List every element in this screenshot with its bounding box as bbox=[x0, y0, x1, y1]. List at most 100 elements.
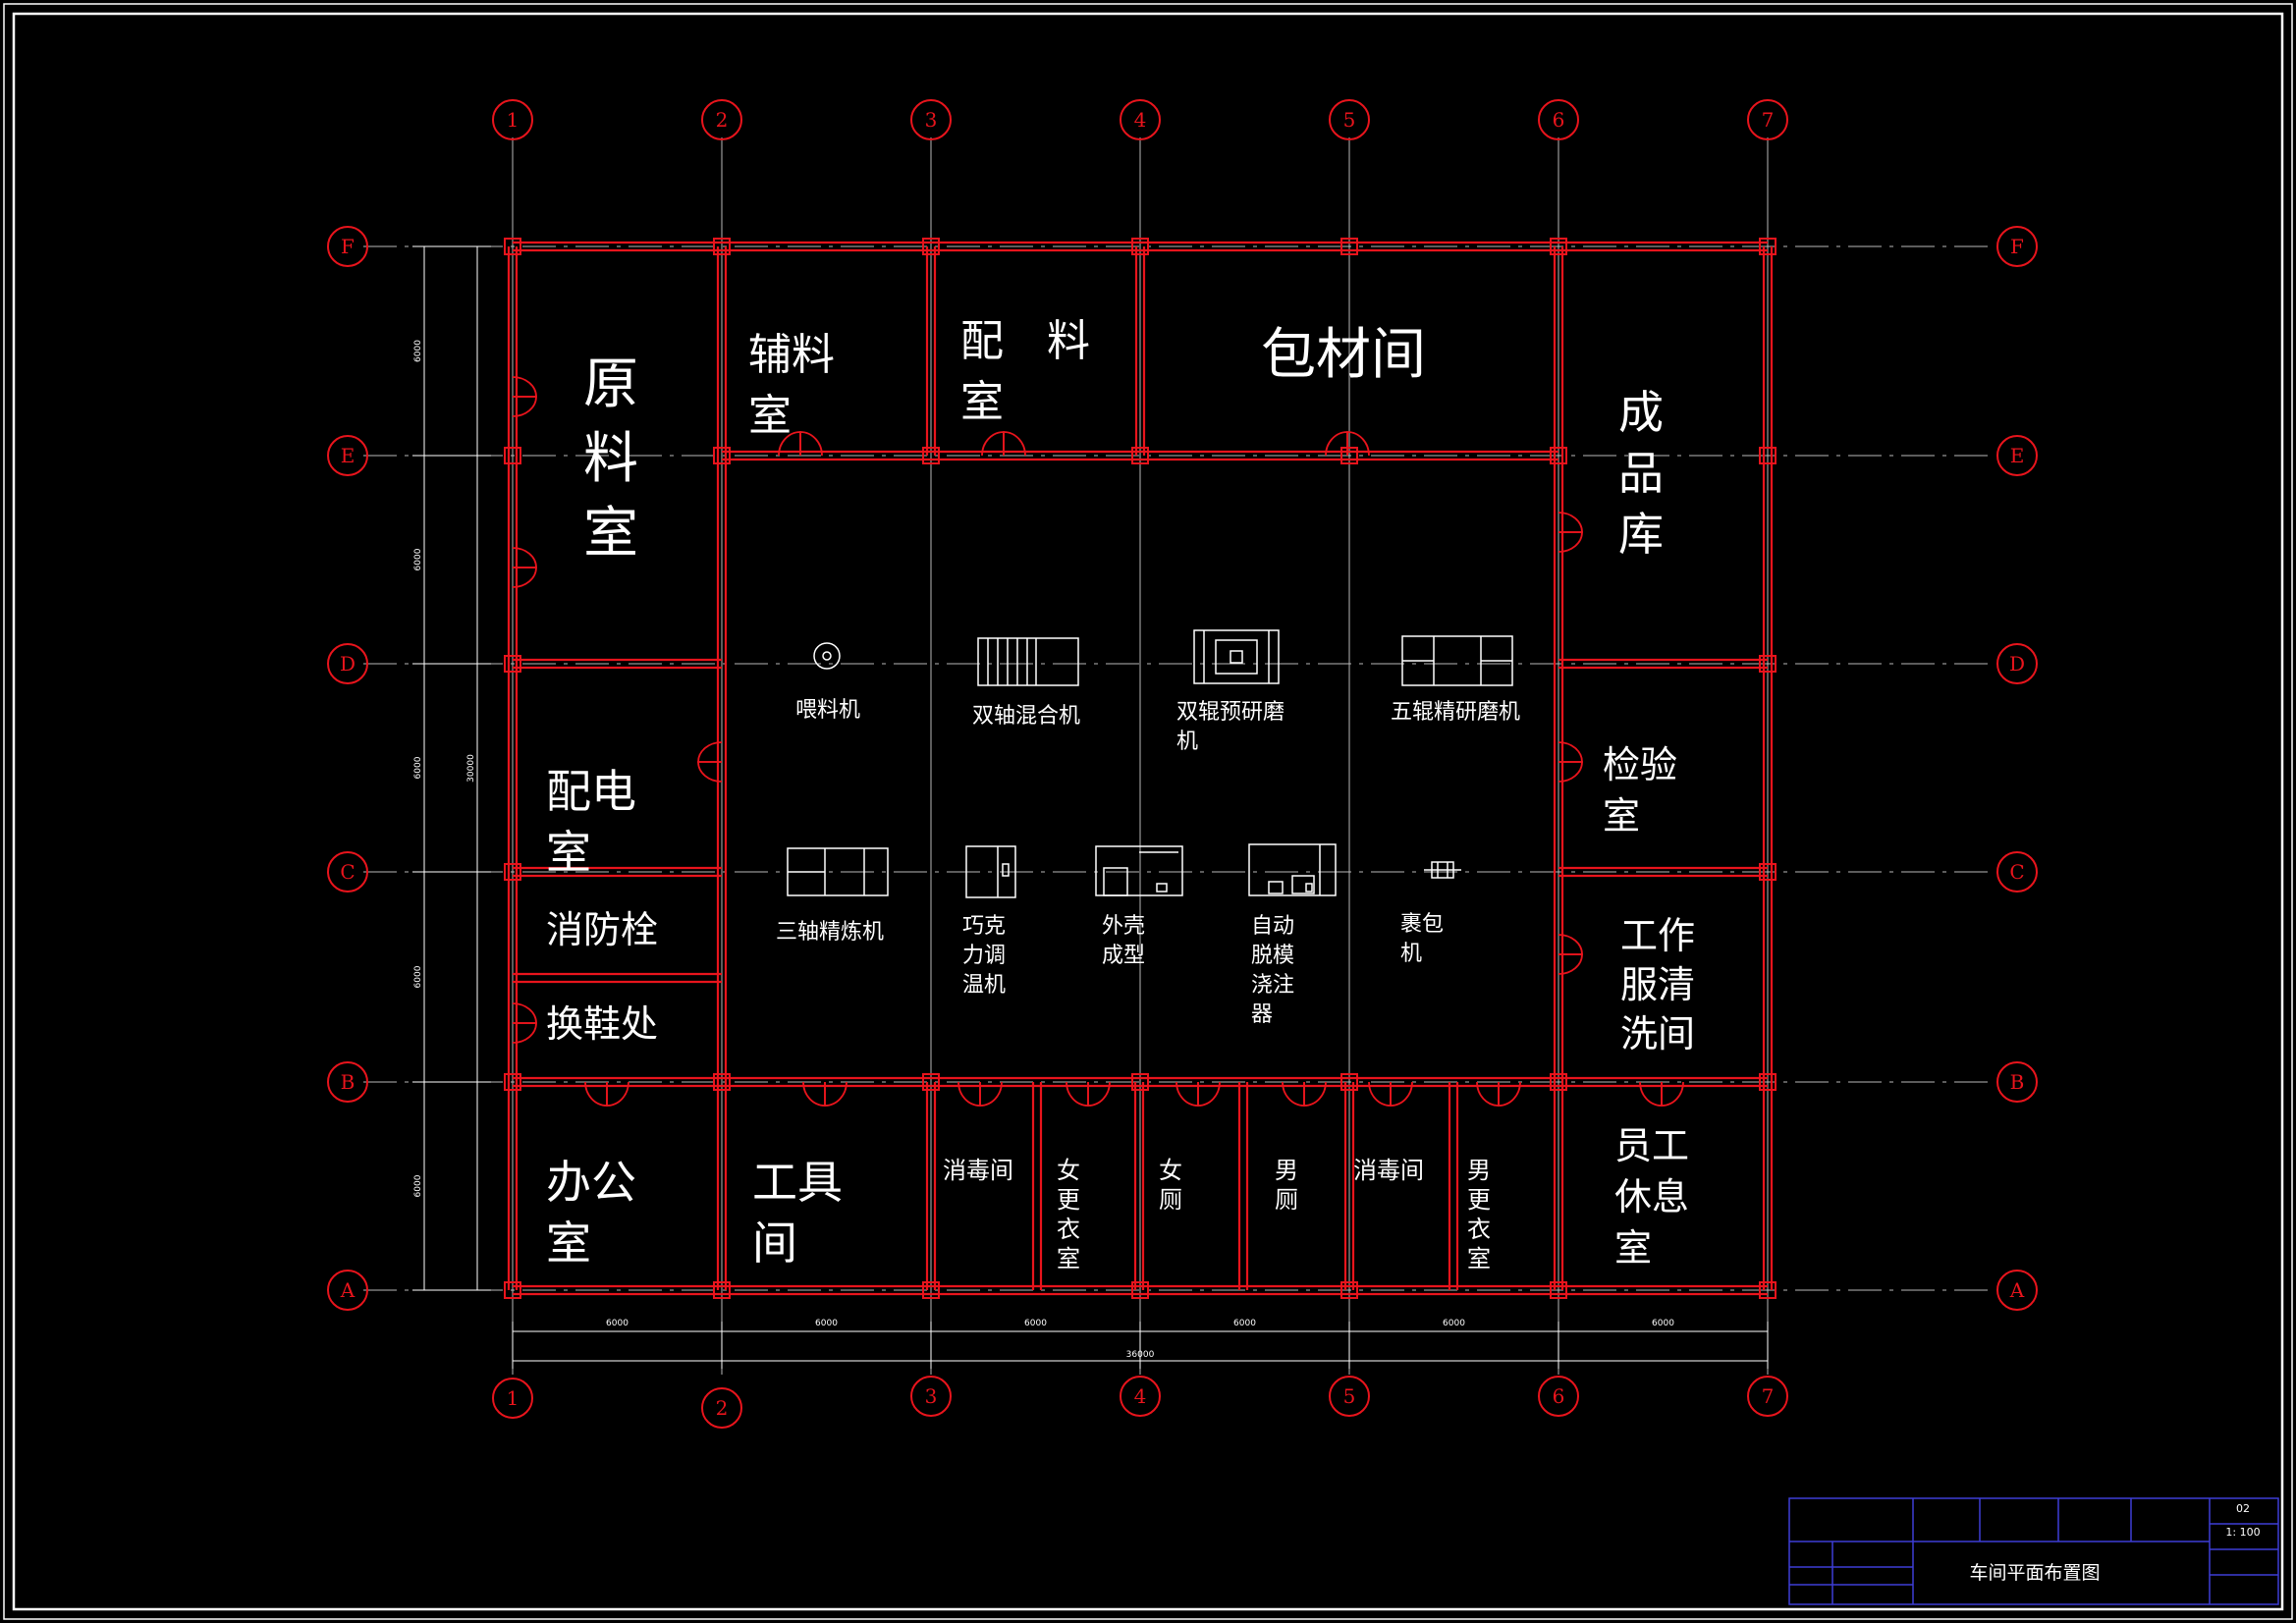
room-raw-material-line-2: 料 bbox=[583, 427, 638, 491]
axis-bubble-bottom-7-label: 7 bbox=[1762, 1384, 1775, 1408]
room-power-line-1: 配电 bbox=[546, 765, 636, 818]
dimension-bottom-total: 36000 bbox=[1126, 1350, 1155, 1360]
equip-tempering-line-1: 巧克 bbox=[962, 914, 1006, 939]
equip-tempering-line-2: 力调 bbox=[962, 944, 1006, 968]
axis-bubble-top-5: 5 bbox=[1329, 99, 1370, 140]
drawing-title: 车间平面布置图 bbox=[1969, 1562, 2100, 1584]
axis-bubble-left-F-label: F bbox=[341, 235, 355, 258]
column-7C bbox=[1759, 863, 1777, 881]
wall-south-partition-4 bbox=[1133, 1082, 1145, 1290]
room-finished-goods-line-3: 库 bbox=[1618, 508, 1664, 561]
axis-bubble-right-E-label: E bbox=[2010, 444, 2025, 467]
door-laundry bbox=[1558, 934, 1583, 975]
wall-axis-2-upper bbox=[716, 246, 728, 1082]
door-inspection bbox=[1558, 741, 1583, 783]
equip-five-roll-line-1: 五辊精研磨机 bbox=[1391, 700, 1520, 725]
axis-bubble-left-B-label: B bbox=[341, 1070, 355, 1094]
twin-mixer-symbol bbox=[977, 637, 1079, 686]
room-female-wc-line-2: 厕 bbox=[1159, 1186, 1182, 1214]
wall-south bbox=[513, 1284, 1768, 1296]
room-female-locker-line-4: 室 bbox=[1057, 1245, 1080, 1272]
door-shoe-change bbox=[512, 1002, 537, 1044]
axis-bubble-left-C-label: C bbox=[340, 860, 355, 884]
wall-south-partition-2 bbox=[925, 1082, 937, 1290]
axis-bubble-right-C: C bbox=[1996, 851, 2038, 893]
axis-bubble-top-7-label: 7 bbox=[1762, 108, 1775, 132]
dimension-left-5: 6000 bbox=[413, 1174, 423, 1197]
column-6F bbox=[1550, 238, 1567, 255]
dimension-left-1: 6000 bbox=[413, 340, 423, 362]
wall-goods-inspection bbox=[1558, 658, 1768, 670]
column-3F bbox=[922, 238, 940, 255]
column-1C bbox=[504, 863, 521, 881]
column-4B bbox=[1131, 1073, 1149, 1091]
door-south-room-6 bbox=[1282, 1081, 1327, 1107]
column-1F bbox=[504, 238, 521, 255]
room-inspection-line-2: 室 bbox=[1603, 794, 1640, 838]
column-6E bbox=[1550, 447, 1567, 464]
tempering-symbol bbox=[965, 845, 1016, 898]
axis-bubble-right-D-label: D bbox=[2009, 652, 2025, 676]
dimension-left-total: 30000 bbox=[466, 754, 476, 783]
wall-power-hydrant bbox=[513, 866, 722, 878]
feeder-symbol bbox=[813, 642, 841, 670]
room-raw-material-line-3: 室 bbox=[583, 502, 638, 566]
room-staff-lounge-line-2: 休息 bbox=[1614, 1175, 1689, 1218]
equipment-symbols bbox=[787, 629, 1513, 898]
door-raw-material-2 bbox=[512, 547, 537, 588]
room-office-line-1: 办公 bbox=[546, 1156, 636, 1209]
equip-twin-roll-line-2: 机 bbox=[1176, 730, 1198, 754]
column-2F bbox=[713, 238, 731, 255]
door-south-room-2 bbox=[802, 1081, 847, 1107]
door-south-room-4 bbox=[1066, 1081, 1111, 1107]
room-finished-goods-line-2: 品 bbox=[1618, 447, 1664, 500]
axis-bubble-right-E: E bbox=[1996, 435, 2038, 476]
room-laundry-line-3: 洗间 bbox=[1620, 1012, 1695, 1055]
axis-bubble-right-C-label: C bbox=[2009, 860, 2024, 884]
room-tool-line-1: 工具 bbox=[752, 1156, 843, 1209]
column-1E bbox=[504, 447, 521, 464]
column-4E bbox=[1131, 447, 1149, 464]
room-inspection-line-1: 检验 bbox=[1603, 743, 1677, 786]
room-power-line-2: 室 bbox=[546, 826, 591, 879]
axis-bubble-top-3: 3 bbox=[910, 99, 952, 140]
door-south-room-7 bbox=[1368, 1081, 1413, 1107]
axis-bubble-bottom-5-label: 5 bbox=[1343, 1384, 1356, 1408]
dimension-bottom-5: 6000 bbox=[1443, 1319, 1465, 1328]
dimension-left-2: 6000 bbox=[413, 548, 423, 570]
column-6A bbox=[1550, 1281, 1567, 1299]
door-finished-goods bbox=[1558, 512, 1583, 553]
equip-wrapping-line-1: 裹包 bbox=[1400, 912, 1444, 937]
room-male-locker-line-3: 衣 bbox=[1467, 1216, 1491, 1243]
walls bbox=[507, 241, 1774, 1296]
wall-axis-4-top bbox=[1134, 246, 1146, 456]
column-5E bbox=[1340, 447, 1358, 464]
room-batching-line-2: 室 bbox=[960, 377, 1004, 427]
axis-bubble-top-6: 6 bbox=[1538, 99, 1579, 140]
door-power-room bbox=[697, 741, 723, 783]
door-south-room-5 bbox=[1175, 1081, 1221, 1107]
dimension-bottom-1: 6000 bbox=[606, 1319, 629, 1328]
column-4F bbox=[1131, 238, 1149, 255]
column-5A bbox=[1340, 1281, 1358, 1299]
door-aux-material bbox=[778, 431, 823, 457]
axis-bubble-top-5-label: 5 bbox=[1343, 108, 1356, 132]
equip-shell-forming-line-2: 成型 bbox=[1102, 944, 1145, 968]
equip-triple-conche-line-1: 三轴精炼机 bbox=[776, 920, 884, 945]
wall-raw-power bbox=[513, 658, 722, 670]
room-finished-goods-line-1: 成 bbox=[1618, 386, 1664, 439]
room-staff-lounge-line-1: 员工 bbox=[1614, 1124, 1689, 1167]
axis-bubble-left-A-label: A bbox=[340, 1278, 355, 1302]
drawing-border-inner bbox=[12, 12, 2284, 1611]
wall-workshop-north bbox=[722, 450, 1558, 461]
wall-hydrant-shoe bbox=[513, 972, 722, 984]
axis-bubble-bottom-2-label: 2 bbox=[716, 1396, 729, 1420]
equip-twin-mixer-line-1: 双轴混合机 bbox=[972, 704, 1080, 729]
wrapping-symbol bbox=[1424, 861, 1461, 879]
axis-bubble-bottom-1-label: 1 bbox=[507, 1386, 519, 1410]
column-2E bbox=[713, 447, 731, 464]
column-7B bbox=[1759, 1073, 1777, 1091]
dimension-left-4: 6000 bbox=[413, 965, 423, 988]
